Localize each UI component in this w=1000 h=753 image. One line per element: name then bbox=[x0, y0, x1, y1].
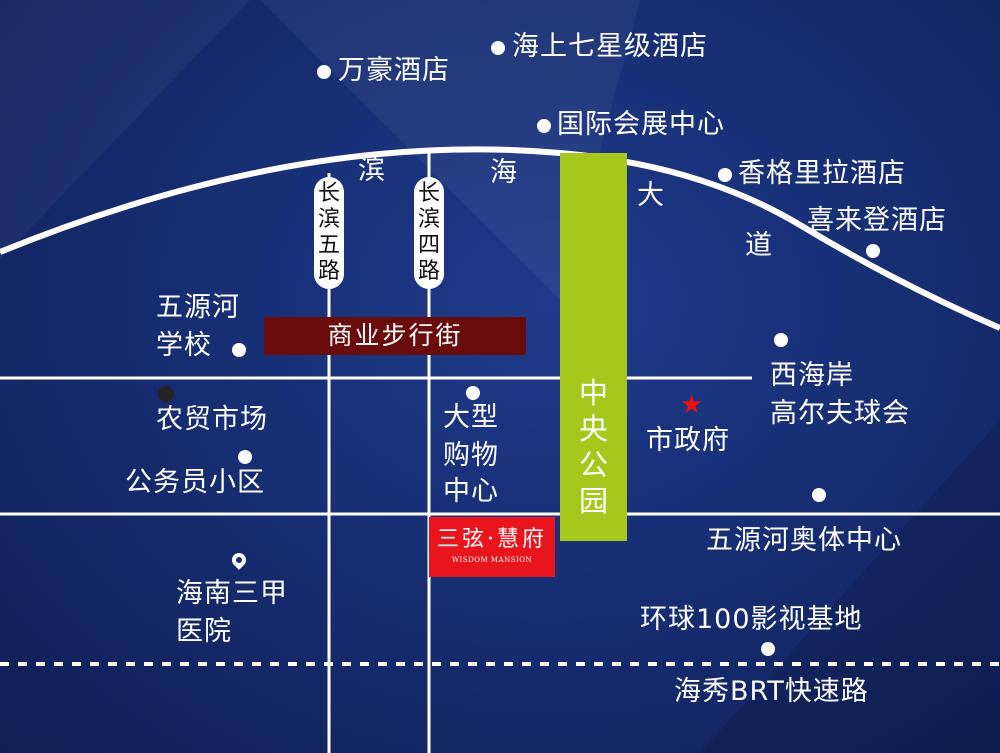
poi-hospital-label-2: 医院 bbox=[176, 616, 232, 647]
poi-dot bbox=[491, 41, 505, 55]
poi-film-label: 环球100影视基地 bbox=[640, 604, 863, 635]
poi-shizheng-label: 市政府 bbox=[646, 425, 730, 456]
road-label-char: 四 bbox=[417, 233, 440, 258]
road-label-char: 滨 bbox=[417, 207, 440, 232]
poi-dot bbox=[718, 168, 732, 182]
poi-dot bbox=[158, 386, 174, 402]
poi-xilai-label: 喜来登酒店 bbox=[807, 205, 947, 236]
poi-mall-label-1: 大型 bbox=[443, 402, 499, 433]
poi-dot bbox=[761, 642, 775, 656]
project-name: 三弦·慧府 bbox=[437, 527, 547, 552]
park-char: 央 bbox=[578, 412, 608, 446]
poi-gongwu-label: 公务员小区 bbox=[125, 467, 265, 498]
poi-haishang-label: 海上七星级酒店 bbox=[512, 31, 708, 62]
road-label-changbin-5: 长 滨 五 路 bbox=[314, 177, 344, 289]
poi-dot bbox=[866, 244, 880, 258]
coastal-road-char: 海 bbox=[490, 157, 518, 188]
coastal-road-char: 滨 bbox=[358, 155, 386, 186]
brt-road-label: 海秀BRT快速路 bbox=[674, 676, 869, 707]
coastal-road-char: 道 bbox=[745, 230, 773, 261]
poi-mall-label-3: 中心 bbox=[443, 476, 499, 507]
poi-sports-label: 五源河奥体中心 bbox=[706, 525, 902, 556]
project-wisdom-mansion[interactable]: 三弦·慧府 WISDOM MANSION bbox=[429, 517, 555, 577]
road-label-char: 路 bbox=[417, 259, 440, 284]
poi-dot bbox=[537, 119, 551, 133]
poi-xiangge-label: 香格里拉酒店 bbox=[738, 158, 906, 189]
park-char: 公 bbox=[578, 448, 608, 482]
poi-dot bbox=[812, 488, 826, 502]
poi-dot bbox=[774, 333, 788, 347]
commercial-street-label: 商业步行街 bbox=[264, 317, 526, 355]
poi-mall-label-2: 购物 bbox=[443, 440, 499, 471]
poi-golf-label-2: 高尔夫球会 bbox=[770, 398, 910, 429]
light-ray bbox=[0, 0, 250, 260]
poi-hospital-label-1: 海南三甲 bbox=[176, 578, 288, 609]
poi-guoji-label: 国际会展中心 bbox=[557, 109, 725, 140]
poi-school-label-1: 五源河 bbox=[156, 292, 240, 323]
coastal-road-char: 大 bbox=[637, 180, 665, 211]
poi-dot bbox=[238, 450, 252, 464]
road-label-char: 长 bbox=[417, 181, 440, 206]
star-icon: ★ bbox=[680, 390, 704, 420]
central-park-label: 中 央 公 园 bbox=[560, 375, 627, 519]
central-park-block bbox=[560, 153, 627, 541]
poi-dot bbox=[232, 343, 246, 357]
poi-nongmao-label: 农贸市场 bbox=[156, 404, 268, 435]
poi-dot bbox=[317, 65, 331, 79]
road-label-char: 路 bbox=[317, 259, 340, 284]
project-name-en: WISDOM MANSION bbox=[451, 556, 533, 564]
poi-dot bbox=[466, 386, 480, 400]
poi-golf-label-1: 西海岸 bbox=[770, 360, 854, 391]
road-label-changbin-4: 长 滨 四 路 bbox=[414, 177, 444, 289]
park-char: 中 bbox=[578, 376, 608, 410]
poi-school-label-2: 学校 bbox=[156, 330, 212, 361]
road-label-char: 五 bbox=[317, 233, 340, 258]
road-label-char: 滨 bbox=[317, 207, 340, 232]
park-char: 园 bbox=[578, 484, 608, 518]
poi-wanhao-label: 万豪酒店 bbox=[338, 55, 450, 86]
road-label-char: 长 bbox=[317, 181, 340, 206]
shadow-band bbox=[700, 420, 1000, 753]
